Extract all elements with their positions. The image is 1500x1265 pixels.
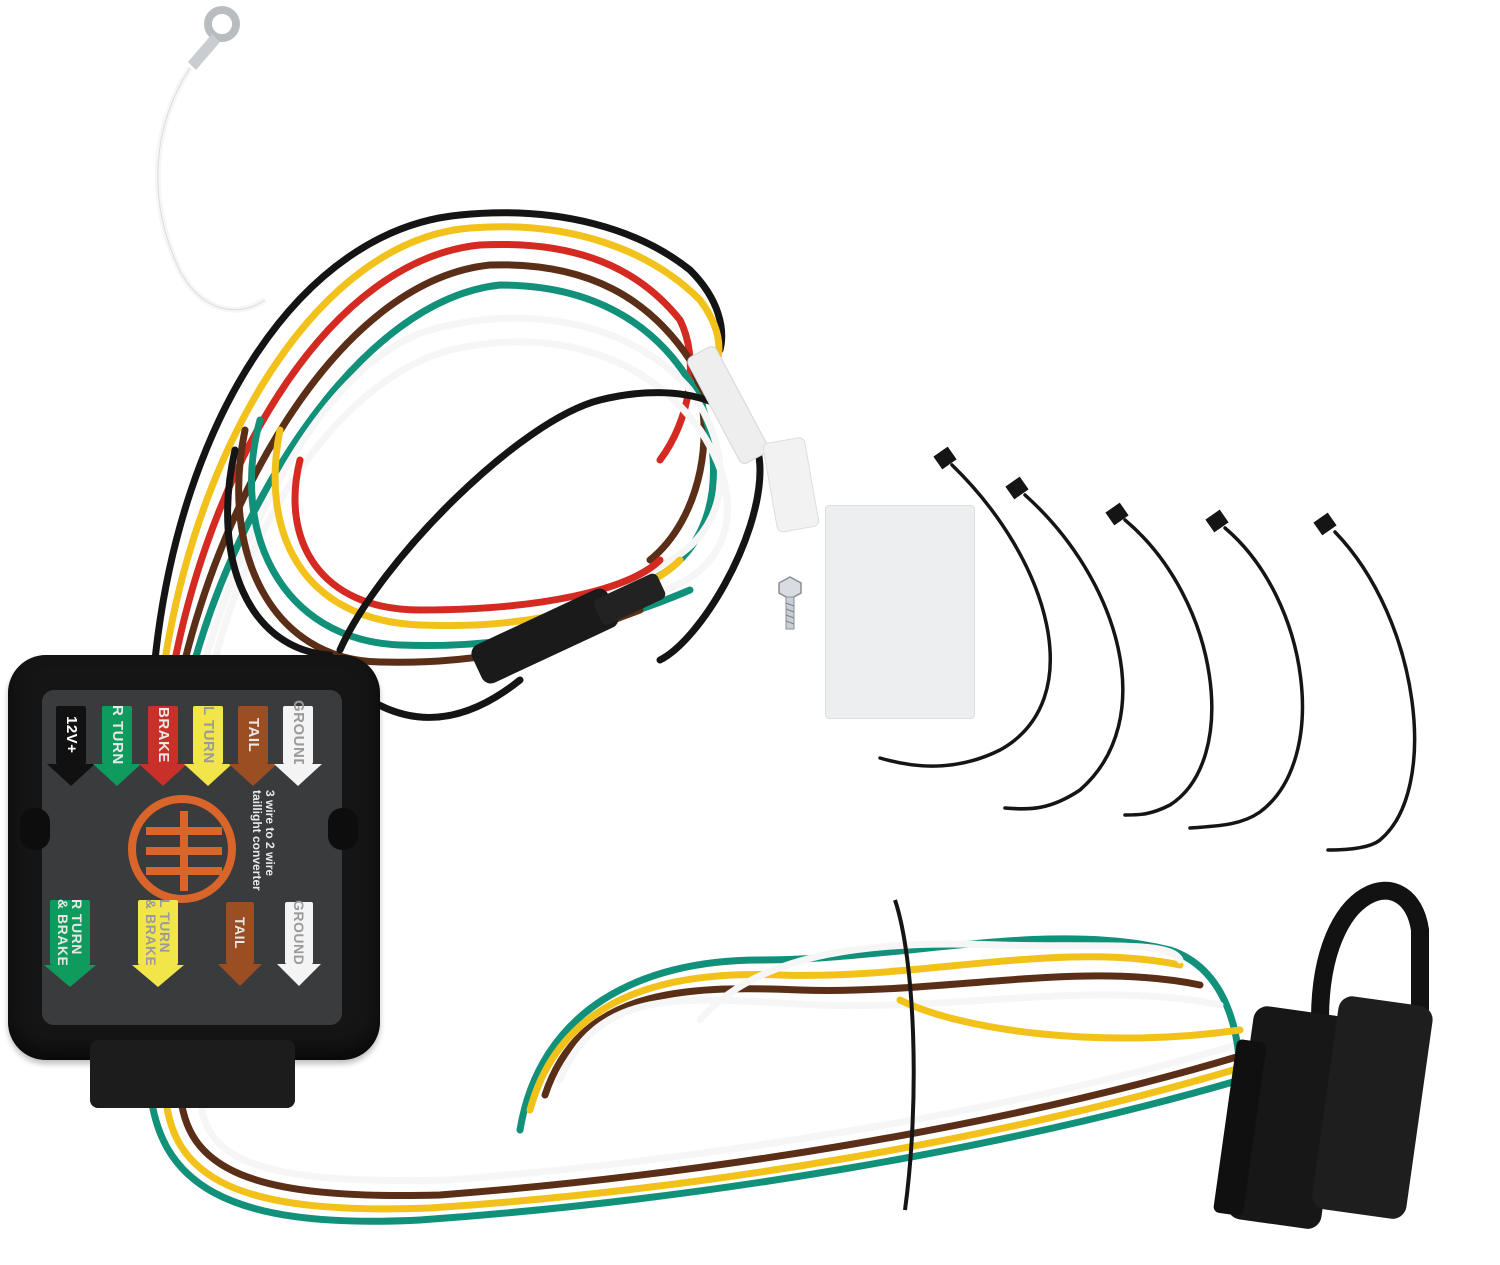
brand-logo-icon (128, 795, 236, 903)
converter-subtitle: 3 wire to 2 wire taillight converter (250, 790, 277, 891)
output-label-r-turn-brake: R TURN & BRAKE (55, 898, 85, 967)
input-label-tail: TAIL (245, 717, 262, 753)
input-label-ground: GROUND (290, 700, 307, 770)
output-label-tail: TAIL (232, 916, 248, 950)
four-way-flat-connector-icon (1213, 881, 1433, 1229)
converter-box-output-plug (90, 1040, 295, 1108)
input-label-r-turn: R TURN (109, 705, 126, 765)
cable-ties-icon (878, 446, 1417, 852)
input-label-l-turn: L TURN (200, 706, 217, 764)
mounting-slot-left (20, 808, 50, 850)
screw-icon (778, 576, 802, 630)
input-label-brake: BRAKE (155, 707, 172, 763)
output-label-ground: GROUND (291, 900, 307, 966)
output-label-l-turn-brake: L TURN & BRAKE (143, 898, 173, 967)
fuse-holder-icon (471, 573, 666, 684)
adhesive-pad (825, 505, 975, 719)
mounting-slot-right (328, 808, 358, 850)
tie-wrap-icon (893, 899, 916, 1211)
ring-terminal-icon (188, 6, 240, 70)
input-label-12v: 12V+ (63, 716, 80, 754)
white-plug-connector-icon (687, 346, 820, 533)
